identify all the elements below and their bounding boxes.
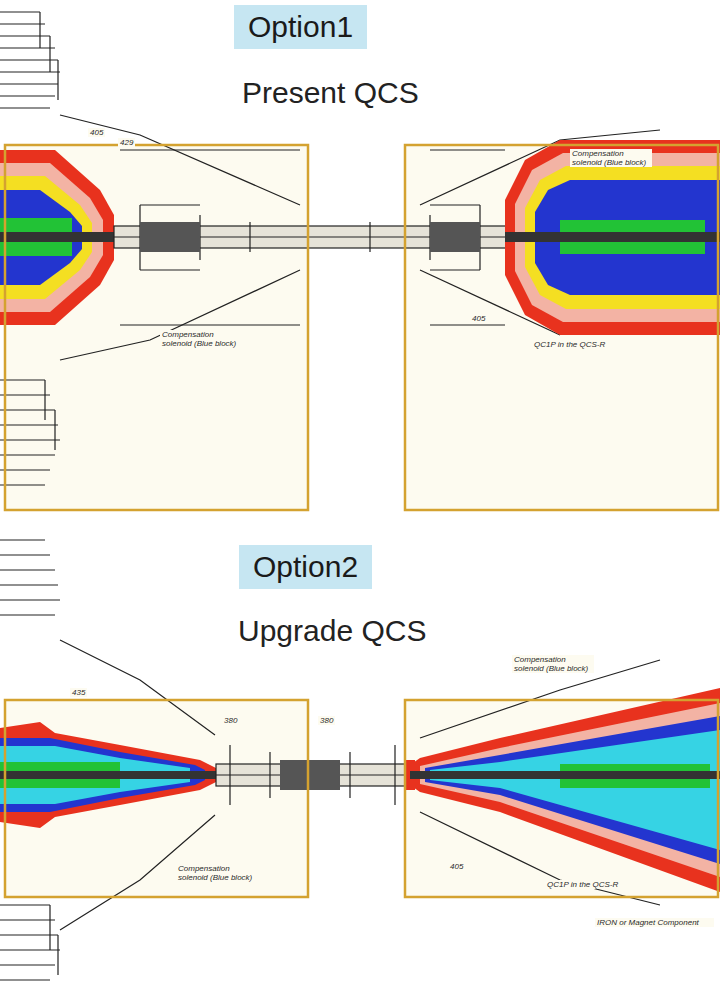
panel-heading: Present QCS: [242, 76, 419, 111]
dimension: 380: [222, 716, 239, 725]
option-box: Option2: [239, 545, 372, 589]
part-callout: QC1P in the QCS-R: [532, 340, 607, 349]
dimension: 429: [118, 138, 135, 147]
dimension: 405: [448, 862, 465, 871]
dimension: 380: [318, 716, 335, 725]
part-callout: QC1P in the QCS-R: [545, 880, 620, 889]
dimension: 435: [70, 688, 87, 697]
option-label: Option1: [248, 9, 353, 45]
dimension: 405: [88, 128, 105, 137]
option-label: Option2: [253, 549, 358, 585]
part-callout: Compensation solenoid (Blue block): [512, 655, 594, 673]
part-callout: IRON or Magnet Component: [595, 918, 714, 927]
option-box: Option1: [234, 5, 367, 49]
part-callout: Compensation solenoid (Blue block): [570, 149, 652, 167]
part-callout: Compensation solenoid (Blue block): [176, 864, 258, 882]
panel-heading: Upgrade QCS: [238, 614, 426, 649]
dimension: 405: [470, 314, 487, 323]
part-callout: Compensation solenoid (Blue block): [160, 330, 242, 348]
